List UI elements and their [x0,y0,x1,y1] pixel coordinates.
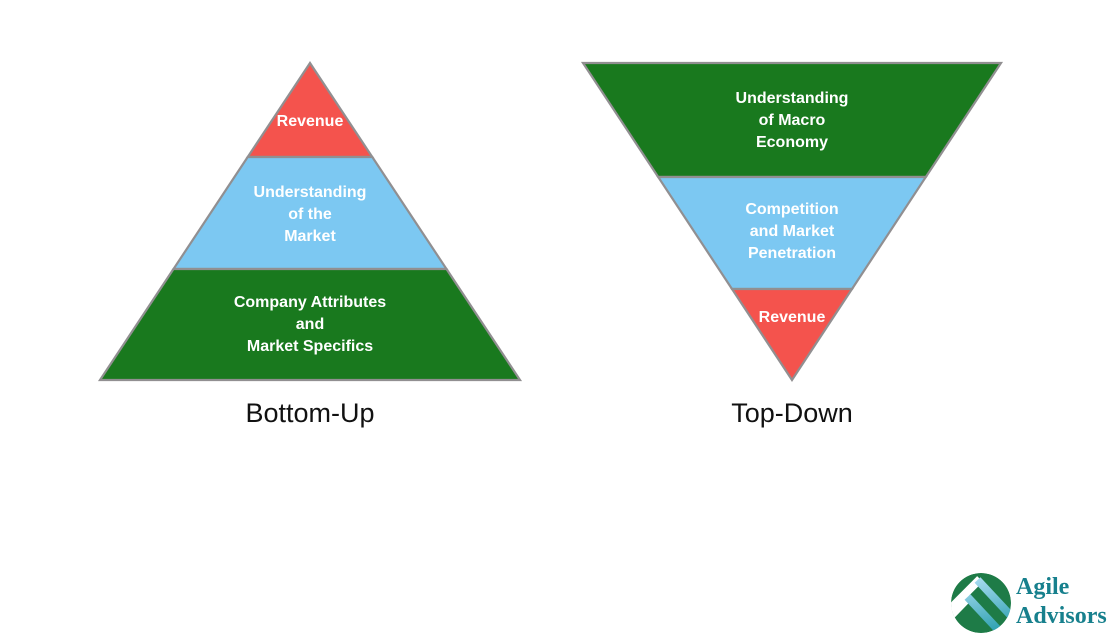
top-down-caption: Top-Down [731,398,853,428]
top-down-revenue-label: Revenue [759,309,826,326]
bottom-up-section-company-attributes [97,267,523,382]
bottom-up-section-revenue [245,61,375,159]
top-down-pyramid: Understanding of Macro Economy Competiti… [580,61,1004,428]
bottom-up-company-label-line: Company Attributes [234,294,386,311]
bottom-up-market-label-line: of the [288,206,332,223]
top-down-macro-label-line: Economy [756,134,828,151]
bottom-up-caption: Bottom-Up [245,398,374,428]
top-down-section-revenue [729,287,855,382]
bottom-up-pyramid: Revenue Understanding of the Market Comp… [97,61,523,428]
upper-chevron-right-stroke [974,577,1011,621]
bottom-up-revenue-label: Revenue [277,113,344,130]
top-down-competition-label-line: Penetration [748,245,836,262]
top-down-macro-label-line: Understanding [736,90,849,107]
top-down-competition-label-line: Competition [745,201,838,218]
agile-advisors-logo: Agile Advisors [951,573,1107,633]
bottom-up-company-label-line: Market Specifics [247,338,373,355]
top-down-macro-label-line: of Macro [759,112,826,129]
logo-wordmark-line: Agile [1016,574,1070,600]
upper-chevron-left-stroke [951,576,983,612]
bottom-up-market-label-line: Understanding [254,184,367,201]
bottom-up-market-label-line: Market [284,228,336,245]
top-down-competition-label-line: and Market [750,223,835,240]
logo-wordmark-line: Advisors [1016,603,1107,629]
bottom-up-company-label-line: and [296,316,324,333]
lower-chevron-left-stroke [951,593,973,628]
